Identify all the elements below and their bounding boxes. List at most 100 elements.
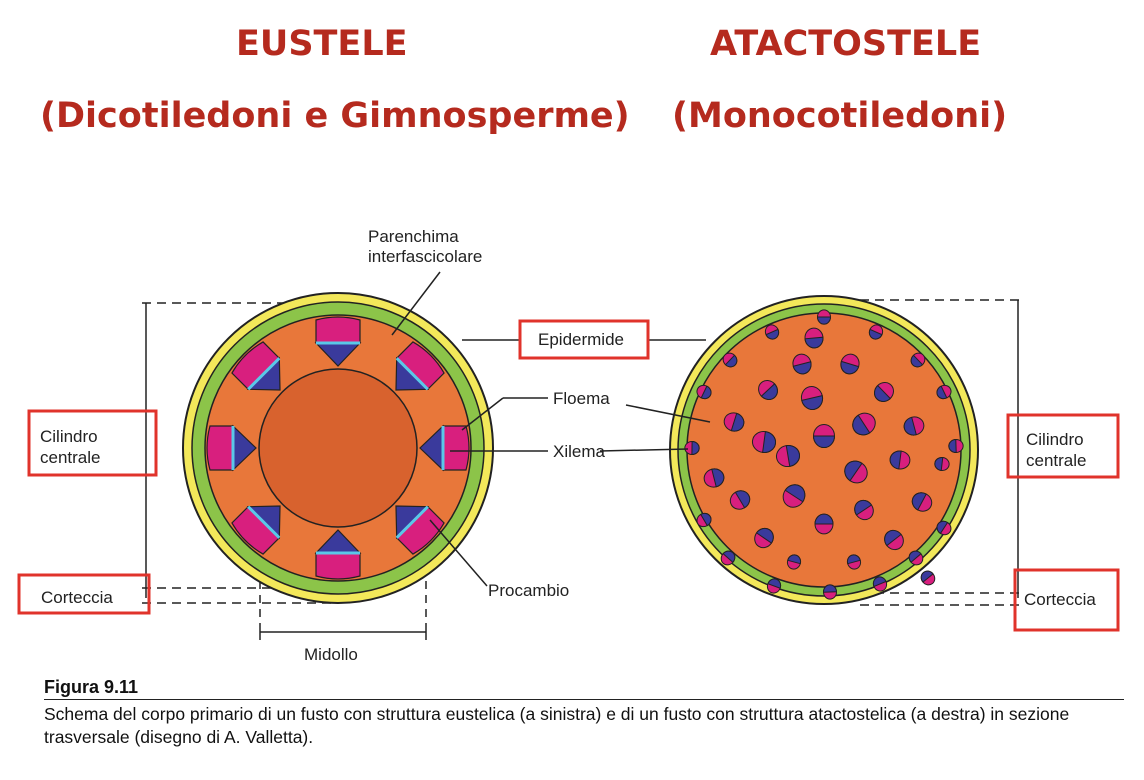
xylem [911,492,927,511]
highlight-boxes [17,319,1120,632]
xylem [760,383,778,400]
xylem [908,550,922,563]
scattered-bundle [766,578,782,594]
procambium [247,357,281,391]
left-pith [258,368,418,528]
phloem [231,341,281,391]
scattered-bundle [844,460,868,484]
scattered-bundle [703,468,725,488]
scattered-bundle [782,484,806,508]
xylem [755,527,774,544]
scattered-bundle [786,554,802,570]
xylem [787,554,802,565]
xylem [874,384,891,402]
xylem [868,328,883,340]
eustele-subtitle: (Dicotiledoni e Gimnosperme) [40,96,630,136]
xylem [762,431,777,453]
xylem [884,529,902,547]
scattered-bundle [696,512,712,528]
vascular-bundle [231,341,281,391]
caption-divider [44,699,1124,700]
xylem [722,550,736,564]
parenchima-label-line1: Parenchima [368,227,459,246]
scattered-bundle [720,550,736,566]
xylem [730,412,745,432]
scattered-bundle [911,492,933,512]
xylem [936,385,948,400]
xylem [734,490,751,509]
scattered-bundle [948,438,964,454]
scattered-bundle [840,353,860,375]
atactostele-subtitle: (Monocotiledoni) [672,96,1008,136]
corteccia-right-label: Corteccia [1024,590,1096,609]
caption-title: Figura 9.11 [44,677,139,697]
vascular-bundle [314,529,362,580]
highlight-box-corteccia-right [1013,568,1120,632]
procambium [395,357,429,391]
scattered-bundle [889,450,911,470]
cilindro-centrale-left-line2: centrale [40,448,100,467]
xylem [814,513,834,525]
xylem [934,457,944,472]
xylem [691,440,700,455]
xylem [792,361,812,375]
stem-cross-section-diagram: Parenchima interfascicolare Epidermide F… [17,227,1120,664]
atactostele-title: ATACTOSTELE [710,24,982,64]
scattered-bundle [910,352,926,368]
eustele-cross-section [182,292,494,604]
vascular-bundle [231,505,281,555]
xylem [948,438,957,453]
xylem [903,416,917,436]
scattered-bundle [751,430,777,454]
highlight-box-corteccia-left [17,573,151,615]
phloem [315,552,361,580]
xylem [872,576,887,588]
scattered-bundles [684,309,964,600]
scattered-bundle [758,380,778,400]
scattered-bundle [684,440,700,456]
scattered-bundle [814,513,834,535]
xylem [852,414,871,436]
figure-caption: Figura 9.11 Schema del corpo primario di… [44,676,1124,749]
vascular-bundle-ring [206,316,470,580]
floema-label: Floema [553,389,610,408]
scattered-bundle [729,490,751,510]
scattered-bundle [920,570,936,586]
highlight-box-cilindro-right [1006,413,1120,479]
procambio-label: Procambio [488,581,569,600]
xylem [816,316,832,325]
phloem [315,316,361,344]
scattered-bundle [804,327,824,349]
xylem [844,460,863,482]
vascular-bundle [206,424,257,472]
vascular-bundle [314,316,362,367]
scattered-bundle [872,576,888,592]
xylem [801,395,824,410]
eustele-title: EUSTELE [236,24,408,64]
xylem [936,520,949,535]
scattered-bundle [936,384,952,400]
xylem [823,584,838,593]
highlight-box-epidermide [518,319,650,360]
scattered-bundle [846,554,862,570]
scattered-bundle [764,324,780,340]
cilindro-centrale-right-line2: centrale [1026,451,1086,470]
xylem [804,336,824,349]
xylem [910,354,924,368]
scattered-bundle [722,352,738,368]
scattered-bundle [903,416,925,436]
xylem [767,578,782,589]
xylem [920,570,934,583]
scattered-bundle [800,386,824,410]
xylem [854,499,873,516]
xylem [700,385,712,400]
scattered-bundle [874,382,894,402]
scattered-bundle [884,529,904,551]
procambium [247,505,281,539]
procambium [395,505,429,539]
parenchima-label-line2: interfascicolare [368,247,482,266]
xylem [724,354,738,368]
scattered-bundle [792,353,812,375]
scattered-bundle [934,456,950,472]
xylem [812,435,836,448]
